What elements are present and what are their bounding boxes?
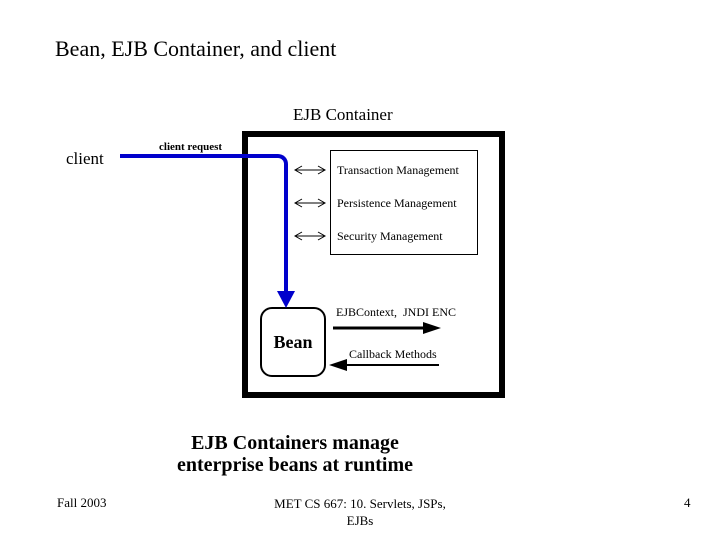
left-arrow-icon [329, 359, 439, 371]
bean-label: Bean [273, 331, 313, 352]
caption-line-2: enterprise beans at runtime [176, 454, 414, 476]
client-request-label: client request [159, 141, 223, 153]
bidirectional-arrow-icon [293, 165, 327, 175]
client-request-line-vertical [284, 168, 288, 292]
callback-methods-label: Callback Methods [349, 347, 437, 361]
footer-semester: Fall 2003 [57, 495, 107, 510]
persistence-management-label: Persistence Management [337, 196, 457, 210]
caption-line-1: EJB Containers manage [191, 432, 399, 454]
security-management-label: Security Management [337, 229, 443, 243]
footer-course-line-2: EJBs [346, 513, 374, 528]
bidirectional-arrow-icon [293, 198, 327, 208]
client-request-line-corner [276, 154, 288, 170]
client-label: client [66, 149, 104, 168]
footer-course-line-1: MET CS 667: 10. Servlets, JSPs, [274, 496, 446, 511]
management-services-box [330, 150, 478, 255]
ejb-container-label: EJB Container [293, 105, 393, 124]
slide-caption: EJB Containers manage enterprise beans a… [130, 432, 460, 476]
client-request-line-horizontal [120, 154, 276, 158]
transaction-management-label: Transaction Management [337, 163, 459, 177]
slide-title: Bean, EJB Container, and client [55, 36, 337, 61]
ejbcontext-jndi-label: EJBContext, JNDI ENC [336, 305, 456, 319]
footer-course: MET CS 667: 10. Servlets, JSPs, EJBs [230, 495, 490, 529]
footer-page-number: 4 [684, 495, 691, 510]
bean-box: Bean [260, 307, 326, 377]
client-request-arrowhead-icon [277, 291, 295, 308]
bidirectional-arrow-icon [293, 231, 327, 241]
right-arrow-icon [333, 322, 441, 334]
